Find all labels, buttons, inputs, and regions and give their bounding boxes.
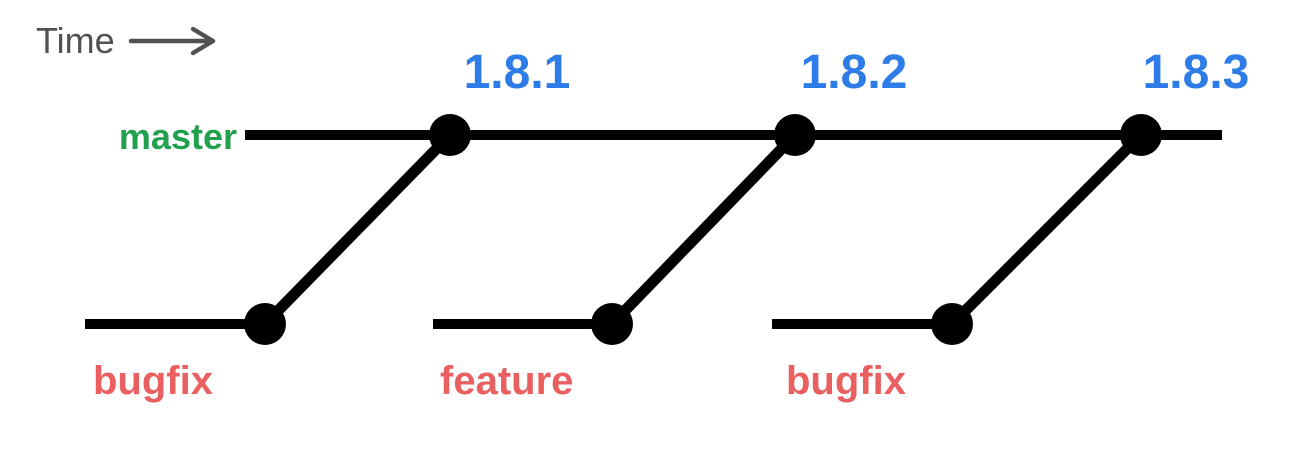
branch-label-1: bugfix <box>93 359 213 403</box>
merge-group-3: 1.8.3 bugfix <box>772 46 1249 403</box>
arrow-head <box>190 26 216 56</box>
branch-label-3: bugfix <box>786 359 906 403</box>
merge-line-1 <box>261 131 454 328</box>
merge-group-1: 1.8.1 bugfix <box>85 46 570 403</box>
branch-commit-dot-1 <box>244 303 286 345</box>
release-label-3: 1.8.3 <box>1143 46 1250 99</box>
time-label: Time <box>36 20 115 61</box>
arrow-right-icon <box>128 26 216 56</box>
branch-commit-dot-3 <box>931 303 973 345</box>
release-commit-dot-2 <box>774 114 816 156</box>
branch-commit-dot-2 <box>591 303 633 345</box>
release-label-2: 1.8.2 <box>801 46 908 99</box>
trunk-label: master <box>119 116 237 157</box>
merge-group-2: 1.8.2 feature <box>433 46 907 403</box>
branch-label-2: feature <box>440 359 573 403</box>
release-commit-dot-3 <box>1120 114 1162 156</box>
release-commit-dot-1 <box>429 114 471 156</box>
release-label-1: 1.8.1 <box>464 46 571 99</box>
merge-line-3 <box>948 131 1145 328</box>
merge-line-2 <box>608 131 799 328</box>
